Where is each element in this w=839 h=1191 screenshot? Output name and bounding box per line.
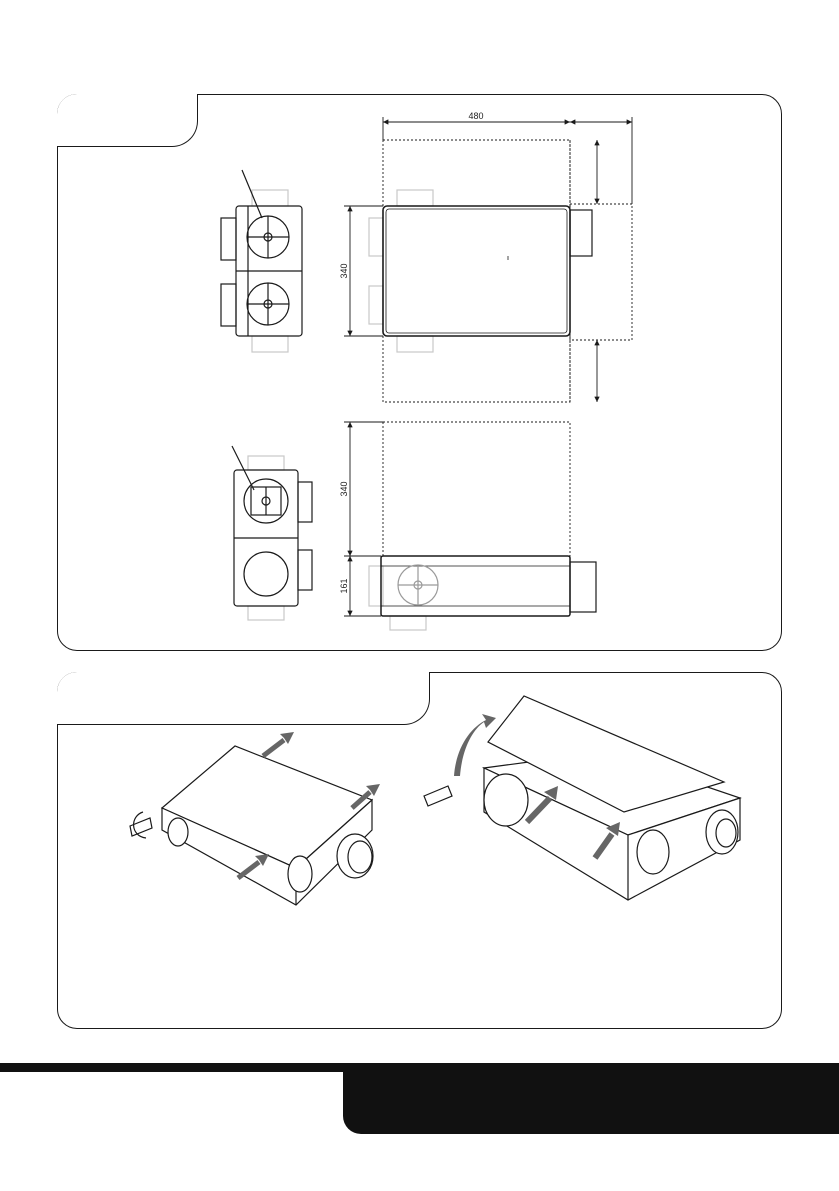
elevation-view-unit bbox=[369, 422, 596, 630]
plan-view-unit bbox=[369, 140, 632, 402]
dimension-height-340-plan: 340 bbox=[339, 263, 349, 278]
side-view-unit bbox=[221, 170, 302, 352]
dimension-width-480: 480 bbox=[468, 111, 483, 121]
elevation-dimension-lines bbox=[344, 422, 383, 616]
dimension-height-340-front: 340 bbox=[339, 481, 349, 496]
plan-dimension-lines bbox=[344, 117, 632, 402]
dimension-depth-161: 161 bbox=[339, 578, 349, 593]
isometric-unit-open bbox=[424, 696, 740, 900]
front-view-unit bbox=[232, 446, 312, 620]
footer-block bbox=[343, 1066, 839, 1134]
isometric-unit-closed bbox=[130, 746, 373, 905]
